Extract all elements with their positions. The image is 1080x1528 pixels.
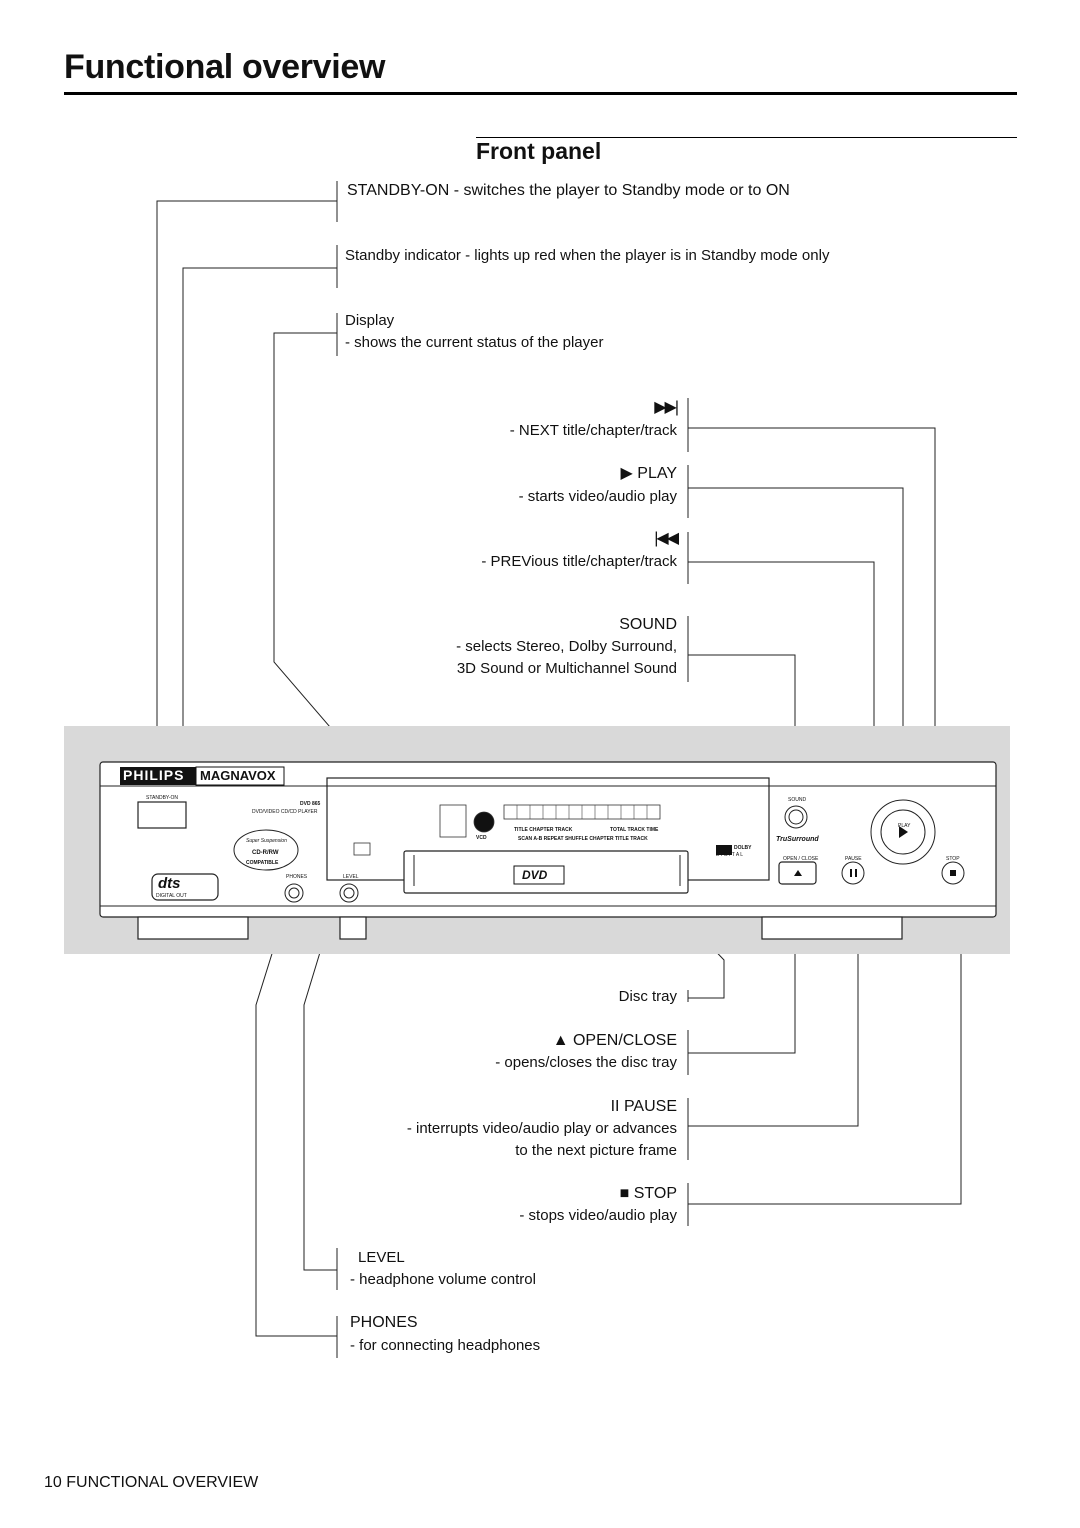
stop-button[interactable]	[942, 862, 964, 884]
disc-tray[interactable]	[404, 851, 688, 893]
next-icon: ▶▶|	[654, 399, 679, 416]
previous-icon: |◀◀	[654, 530, 679, 547]
dvd-video-logo: DVD	[522, 868, 548, 882]
level-knob[interactable]	[340, 884, 358, 902]
stop-label: STOP	[946, 856, 960, 862]
level-label: LEVEL	[343, 874, 359, 880]
callout-level-head: LEVEL	[358, 1249, 405, 1266]
vcd-indicator: VCD	[476, 835, 487, 841]
callout-display-head: Display	[345, 312, 395, 329]
callout-play-desc: - starts video/audio play	[518, 488, 677, 505]
sound-button[interactable]	[785, 806, 807, 828]
standby-on-label: STANDBY-ON	[146, 795, 178, 801]
dts-subtitle: DIGITAL OUT	[156, 893, 187, 899]
model-number: DVD 865	[300, 801, 321, 807]
callout-sound-desc1: - selects Stereo, Dolby Surround,	[456, 638, 677, 655]
callout-pause-head: II PAUSE	[610, 1098, 677, 1115]
pause-label: PAUSE	[845, 856, 862, 862]
page-footer: 10 FUNCTIONAL OVERVIEW	[44, 1474, 259, 1491]
standby-on-button[interactable]	[138, 802, 186, 828]
callout-sound-desc2: 3D Sound or Multichannel Sound	[456, 660, 677, 677]
display-row-bottom: SCAN A-B REPEAT SHUFFLE CHAPTER TITLE TR…	[518, 836, 648, 842]
callout-next-desc: - NEXT title/chapter/track	[509, 422, 677, 439]
page-title: Functional overview	[64, 48, 386, 86]
callout-standby-indicator: Standby indicator - lights up red when t…	[345, 247, 830, 264]
display-row-top: TITLE CHAPTER TRACK	[514, 827, 573, 833]
compatible-badge: COMPATIBLE	[246, 860, 279, 866]
play-jog-wheel[interactable]	[871, 800, 935, 864]
callout-display-desc: - shows the current status of the player	[345, 334, 604, 351]
sound-label: SOUND	[788, 797, 807, 803]
dts-logo: dts	[158, 875, 181, 892]
callout-pause-desc1: - interrupts video/audio play or advance…	[406, 1120, 677, 1137]
phones-label: PHONES	[286, 874, 308, 880]
brand-magnavox: MAGNAVOX	[200, 768, 276, 783]
open-close-label: OPEN / CLOSE	[783, 856, 819, 862]
play-label: PLAY	[898, 823, 911, 829]
pause-button[interactable]	[842, 862, 864, 884]
open-close-button[interactable]	[779, 862, 816, 884]
callout-stop-head: ■ STOP	[619, 1185, 677, 1202]
callout-sound-head: SOUND	[619, 616, 677, 633]
callout-stop-desc: - stops video/audio play	[519, 1207, 677, 1224]
cd-rw-badge: CD-R/RW	[252, 850, 279, 856]
callout-pause-desc2: to the next picture frame	[515, 1142, 677, 1159]
super-suspension-badge: Super Suspension	[246, 838, 287, 844]
callout-disc-tray: Disc tray	[618, 988, 677, 1005]
model-subtitle: DVD/VIDEO CD/CD PLAYER	[252, 809, 318, 815]
trusurround-logo: TruSurround	[776, 836, 819, 843]
callout-standby-on: STANDBY-ON - switches the player to Stan…	[347, 182, 790, 199]
callout-phones-head: PHONES	[350, 1314, 418, 1331]
dolby-logo: DOLBY	[734, 845, 752, 851]
callout-open-close-desc: - opens/closes the disc tray	[495, 1054, 677, 1071]
digital-label: D I G I T A L	[716, 852, 744, 858]
callout-open-close-head: ▲ OPEN/CLOSE	[552, 1032, 677, 1049]
callout-phones-desc: - for connecting headphones	[350, 1337, 541, 1354]
callout-previous-desc: - PREVious title/chapter/track	[481, 553, 677, 570]
philips-logo	[120, 767, 196, 785]
callout-play-head: ▶ PLAY	[620, 465, 677, 482]
title-rule	[64, 92, 1017, 95]
phones-jack[interactable]	[285, 884, 303, 902]
display-row-top-right: TOTAL TRACK TIME	[610, 827, 659, 833]
section-title: Front panel	[476, 138, 602, 164]
callout-level-desc: - headphone volume control	[350, 1271, 536, 1288]
section-rule	[476, 137, 1017, 138]
brand-philips: PHILIPS	[123, 767, 185, 783]
